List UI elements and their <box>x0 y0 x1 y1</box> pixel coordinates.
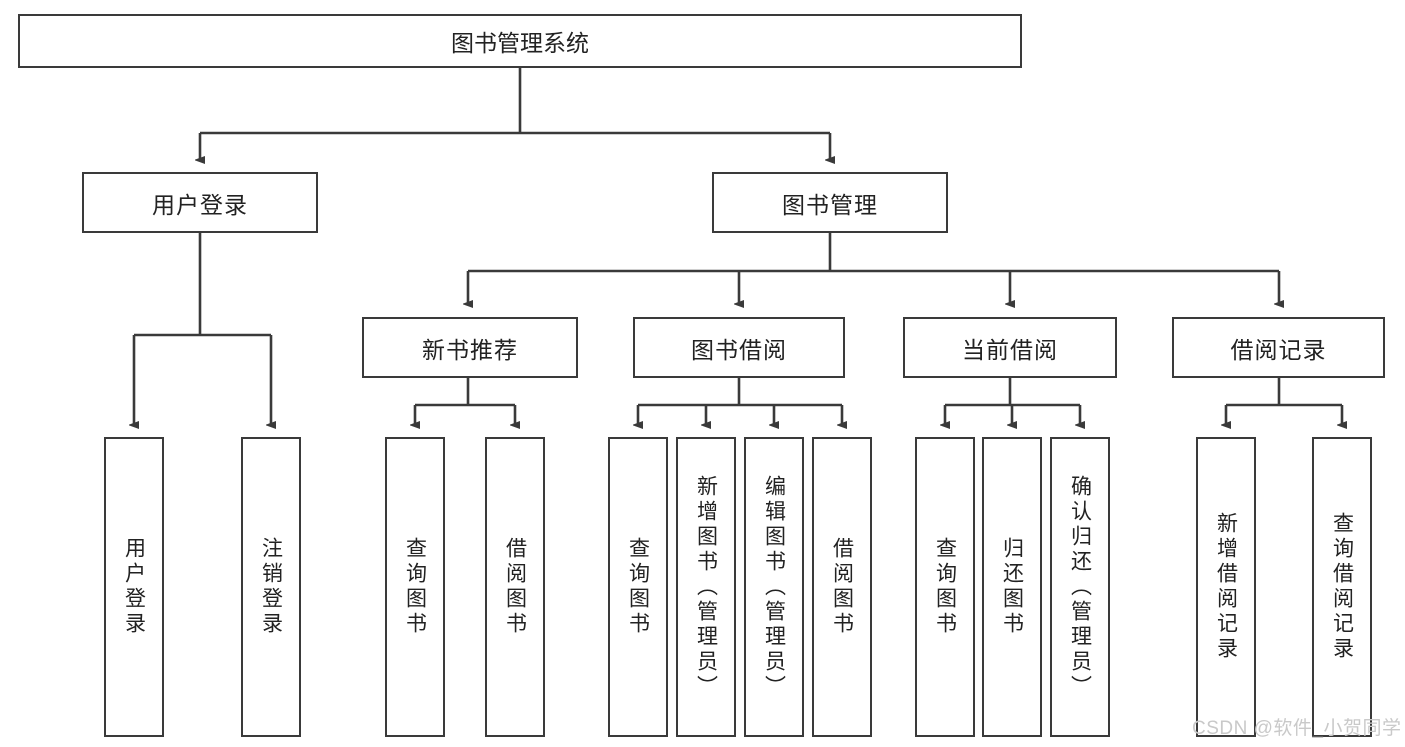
node-label: 图书借阅 <box>691 336 787 363</box>
node-label: 图书管理系统 <box>451 30 589 56</box>
node-book-manage[interactable]: 图书管理 <box>712 172 948 233</box>
leaf-label: 新增借阅记录 <box>1214 512 1238 662</box>
leaf-user-logout[interactable]: 注销登录 <box>241 437 301 737</box>
leaf-add-book[interactable]: 新增图书（管理员） <box>676 437 736 737</box>
node-new-book-recommend[interactable]: 新书推荐 <box>362 317 578 378</box>
leaf-label: 新增图书（管理员） <box>694 474 718 700</box>
leaf-label: 查询图书 <box>626 537 650 637</box>
leaf-label: 查询图书 <box>933 537 957 637</box>
node-label: 当前借阅 <box>962 336 1058 363</box>
leaf-borrow-book-recommend[interactable]: 借阅图书 <box>485 437 545 737</box>
node-current-borrow[interactable]: 当前借阅 <box>903 317 1117 378</box>
node-label: 用户登录 <box>152 191 248 218</box>
leaf-query-book-recommend[interactable]: 查询图书 <box>385 437 445 737</box>
node-label: 借阅记录 <box>1230 336 1327 363</box>
leaf-label: 用户登录 <box>122 537 146 637</box>
csdn-watermark: CSDN @软件_小贺同学 <box>1192 718 1402 739</box>
leaf-add-borrow-record[interactable]: 新增借阅记录 <box>1196 437 1256 737</box>
leaf-label: 注销登录 <box>259 537 283 637</box>
leaf-query-book-current[interactable]: 查询图书 <box>915 437 975 737</box>
node-book-borrow[interactable]: 图书借阅 <box>633 317 845 378</box>
leaf-edit-book[interactable]: 编辑图书（管理员） <box>744 437 804 737</box>
node-label: 图书管理 <box>782 191 878 218</box>
leaf-label: 借阅图书 <box>503 537 527 637</box>
leaf-label: 借阅图书 <box>830 537 854 637</box>
leaf-user-login[interactable]: 用户登录 <box>104 437 164 737</box>
node-user-login[interactable]: 用户登录 <box>82 172 318 233</box>
leaf-query-borrow-record[interactable]: 查询借阅记录 <box>1312 437 1372 737</box>
node-borrow-record[interactable]: 借阅记录 <box>1172 317 1385 378</box>
leaf-query-book-borrow[interactable]: 查询图书 <box>608 437 668 737</box>
leaf-label: 查询借阅记录 <box>1330 512 1354 662</box>
leaf-label: 编辑图书（管理员） <box>762 474 786 700</box>
leaf-return-book[interactable]: 归还图书 <box>982 437 1042 737</box>
leaf-label: 归还图书 <box>1000 537 1024 637</box>
leaf-label: 查询图书 <box>403 537 427 637</box>
leaf-borrow-book[interactable]: 借阅图书 <box>812 437 872 737</box>
leaf-confirm-return[interactable]: 确认归还（管理员） <box>1050 437 1110 737</box>
node-root-system[interactable]: 图书管理系统 <box>18 14 1022 68</box>
leaf-label: 确认归还（管理员） <box>1068 474 1092 700</box>
node-label: 新书推荐 <box>422 336 518 363</box>
